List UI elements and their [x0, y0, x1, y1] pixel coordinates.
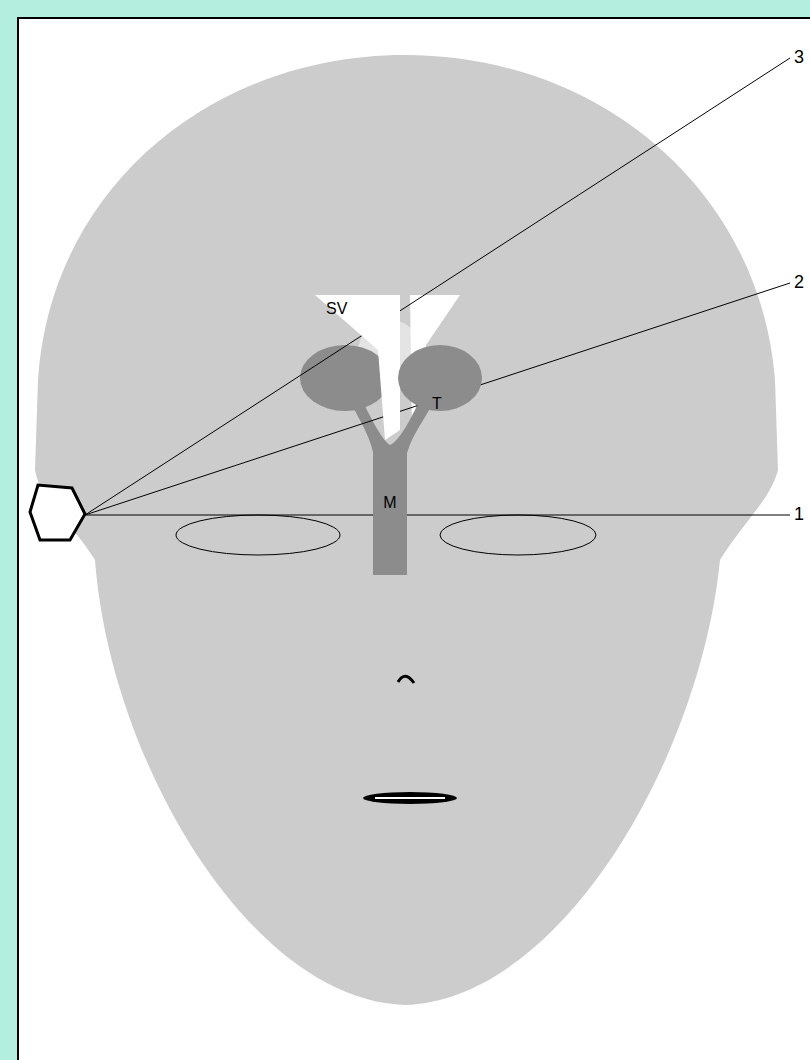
region-fill — [373, 450, 407, 575]
nose — [398, 676, 414, 683]
region-shape — [312, 292, 404, 442]
ultrasound-probe — [30, 485, 85, 540]
region-fill — [398, 345, 482, 411]
mouth — [363, 792, 457, 804]
region-label: M — [373, 495, 407, 511]
region-shape — [373, 450, 407, 575]
scan-line — [85, 58, 790, 515]
callout-number: 2 — [794, 272, 804, 292]
anatomy-region: M — [373, 450, 407, 575]
figure-panel — [18, 18, 810, 1060]
left-thalamus — [300, 345, 390, 411]
scan-line — [85, 515, 790, 516]
callout-number: 3 — [794, 47, 804, 67]
callout-number: 1 — [794, 504, 804, 524]
mouth-slit — [375, 797, 445, 799]
anatomy-region: T — [398, 345, 482, 411]
region-label: T — [432, 396, 442, 412]
region-label: SV — [326, 301, 347, 317]
left-eye — [176, 515, 340, 555]
right-eye — [440, 515, 596, 555]
region-fill — [315, 295, 400, 440]
anatomy-region: SV — [312, 292, 404, 442]
scan-line — [85, 283, 790, 515]
head-outline — [35, 55, 778, 1005]
